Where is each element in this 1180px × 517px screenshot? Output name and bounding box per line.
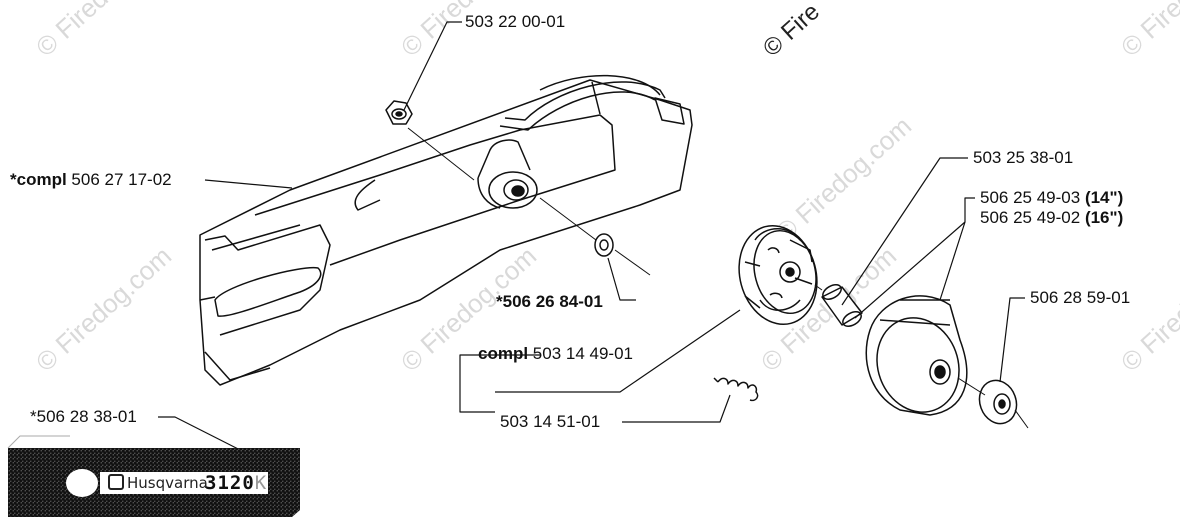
part-number: 506 25 49-03 [980,188,1081,207]
husqvarna-logo-icon [108,474,124,490]
part-prefix: compl [478,344,529,363]
washer [594,233,614,257]
label-decal: *506 28 38-01 [30,407,137,427]
part-number: 506 25 49-02 [980,208,1081,227]
label-clutch-cover: *compl 506 27 17-02 [10,170,172,190]
leader-lines [158,21,1025,457]
clutch-cover [199,74,693,386]
part-number: *506 28 38-01 [30,407,137,426]
clutch-drum [865,295,968,416]
part-number: 503 14 51-01 [500,412,601,431]
part-number: *506 26 84-01 [496,292,603,311]
bar-size: (14") [1084,188,1124,207]
decal-model: 3120K [205,472,268,494]
label-drum-14: 506 25 49-03 (14") [980,188,1123,208]
bar-size: (16") [1084,208,1124,227]
label-clutch-spring: 503 14 51-01 [500,412,600,432]
label-washer: *506 26 84-01 [496,292,603,312]
axis-lines [407,127,1029,429]
part-number: 506 28 59-01 [1030,288,1131,307]
cover-nut [385,100,413,125]
clutch-spring [713,377,759,402]
decal [7,435,300,517]
clutch-assembly [738,224,818,326]
part-number: 503 14 49-01 [532,344,633,363]
drum-nut [978,379,1018,425]
label-clutch-compl: compl 503 14 49-01 [478,344,633,364]
label-needle-bearing: 503 25 38-01 [973,148,1073,168]
part-prefix: *compl [10,170,67,189]
needle-bearing [821,284,863,327]
part-number: 503 25 38-01 [973,148,1074,167]
decal-brand: Husqvarna [108,474,208,492]
label-drum-16: 506 25 49-02 (16") [980,208,1123,228]
label-drum-nut: 506 28 59-01 [1030,288,1130,308]
part-number: 503 22 00-01 [465,12,566,31]
label-nut: 503 22 00-01 [465,12,565,32]
decal-suffix: K [254,472,268,494]
part-number: 506 27 17-02 [71,170,172,189]
